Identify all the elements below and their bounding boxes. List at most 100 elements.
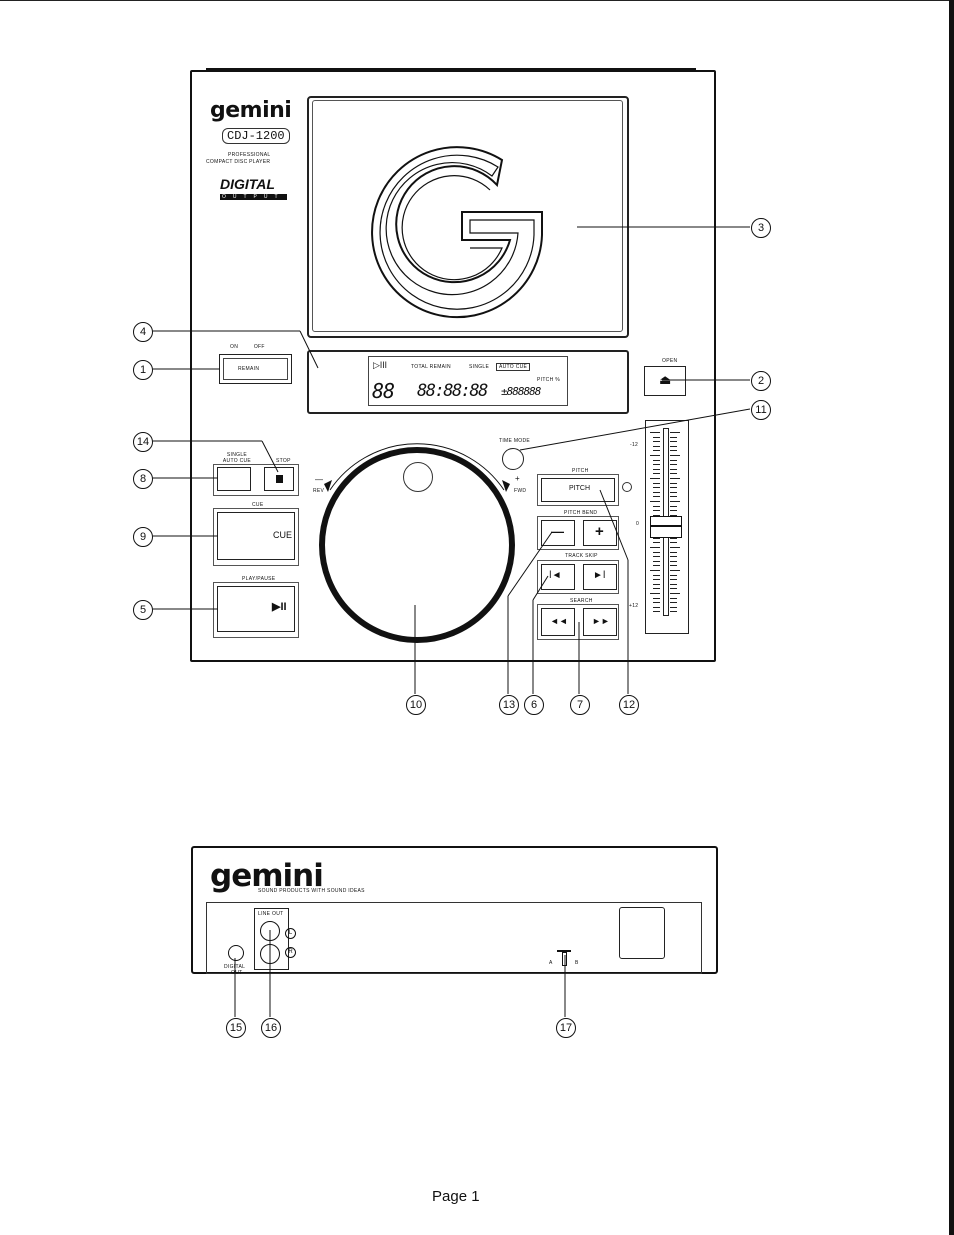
voltage-selector-top [557, 950, 571, 952]
pitch-slider-knob[interactable] [650, 516, 682, 538]
rev-label: REV [313, 488, 325, 494]
slider-tick [670, 505, 677, 507]
display-pitch-pct: PITCH % [537, 377, 560, 383]
slider-tick [653, 482, 660, 484]
track-skip-back-button[interactable]: ǀ◄ [541, 564, 575, 590]
play-pause-button[interactable]: ▶II [217, 586, 295, 632]
slider-tick [650, 478, 660, 479]
slider-tick [670, 432, 680, 433]
remain-button-face: REMAIN [223, 358, 288, 380]
callout-5: 5 [133, 600, 153, 620]
display-single: SINGLE [469, 364, 490, 370]
slider-tick [670, 487, 677, 489]
slider-tick [653, 496, 660, 498]
pitch-button-label: PITCH [569, 485, 590, 492]
pitch-bend-plus-label: + [595, 523, 604, 540]
rear-brand-logo: gemini [210, 858, 324, 894]
slider-tick [653, 556, 660, 558]
digital-out-jack[interactable] [228, 945, 244, 961]
model-name: CDJ-1200 [222, 128, 290, 144]
time-mode-label: TIME MODE [499, 438, 531, 444]
single-auto-cue-button[interactable] [217, 467, 251, 491]
pitch-bend-label: PITCH BEND [564, 510, 598, 516]
slider-tick [653, 491, 660, 493]
track-skip-label: TRACK SKIP [565, 553, 598, 559]
pitch-bend-minus-label: — [551, 524, 564, 539]
slider-tick [653, 464, 660, 466]
cue-button-label: CUE [273, 530, 293, 540]
jog-wheel[interactable] [319, 447, 515, 643]
pitch-bend-plus-button[interactable]: + [583, 520, 617, 546]
slider-tick [670, 468, 677, 470]
pitch-slider-knob-line [651, 525, 681, 527]
digital-badge: DIGITAL [220, 176, 275, 192]
lcd-display-frame [307, 350, 629, 414]
pitch-bend-minus-button[interactable]: — [541, 520, 575, 546]
fwd-label: FWD [514, 488, 527, 494]
cue-button[interactable]: CUE [217, 512, 295, 560]
pitch-led [622, 482, 632, 492]
callout-4: 4 [133, 322, 153, 342]
skip-back-icon: ǀ◄ [549, 570, 562, 581]
callout-1: 1 [133, 360, 153, 380]
remain-button[interactable]: REMAIN [219, 354, 292, 384]
slider-tick [670, 542, 677, 544]
slider-tick [653, 588, 660, 590]
pitch-bend-bank [537, 516, 619, 550]
slider-tick [670, 514, 677, 516]
scan-top-line [0, 0, 954, 1]
slider-tick [653, 441, 660, 443]
open-label: OPEN [662, 358, 678, 364]
slider-tick [670, 459, 677, 461]
line-out-box [254, 908, 289, 970]
slider-tick [670, 482, 677, 484]
slider-tick [670, 501, 680, 502]
slider-tick [670, 455, 680, 456]
slider-tick [653, 510, 660, 512]
callout-17: 17 [556, 1018, 576, 1038]
stop-button[interactable] [264, 467, 294, 491]
single-auto-cue-label: SINGLE AUTO CUE [222, 452, 252, 464]
slider-tick [653, 445, 660, 447]
remain-button-label: REMAIN [238, 366, 260, 372]
slider-tick [653, 597, 660, 599]
slider-tick [653, 514, 660, 516]
disc-tray-lid[interactable] [307, 96, 629, 338]
cue-label: CUE [252, 502, 264, 508]
top-unit-lip [206, 68, 696, 74]
voltage-right-label: B [575, 960, 579, 966]
slider-tick [650, 570, 660, 571]
slider-tick [653, 579, 660, 581]
display-pitch-digits: ±888888 [501, 385, 541, 398]
slider-tick [650, 501, 660, 502]
display-time-digits: 88:88:88 [417, 381, 488, 401]
slider-tick [670, 611, 677, 613]
voltage-left-label: A [549, 960, 553, 966]
search-forward-button[interactable]: ►► [583, 608, 617, 636]
g-logo-icon [371, 146, 543, 319]
rear-unit-panel [206, 902, 702, 974]
slider-tick [670, 473, 677, 475]
slider-tick [653, 551, 660, 553]
slider-tick [670, 583, 677, 585]
fwd-sign: + [515, 474, 520, 483]
slider-tick [670, 551, 677, 553]
track-skip-forward-button[interactable]: ►ǀ [583, 564, 617, 590]
slider-tick [670, 464, 677, 466]
right-marker-label: R [288, 949, 293, 955]
slider-tick [653, 606, 660, 608]
top-unit-base [194, 652, 708, 662]
callout-14: 14 [133, 432, 153, 452]
search-back-button[interactable]: ◄◄ [541, 608, 575, 636]
subtitle-line2: COMPACT DISC PLAYER [206, 159, 271, 165]
callout-16: 16 [261, 1018, 281, 1038]
slider-tick [650, 547, 660, 548]
callout-2: 2 [751, 371, 771, 391]
slider-tick [653, 459, 660, 461]
slider-tick [653, 450, 660, 452]
slider-tick [670, 593, 680, 594]
track-skip-bank [537, 560, 619, 594]
time-mode-button[interactable] [502, 448, 524, 470]
jog-arc [324, 443, 510, 492]
